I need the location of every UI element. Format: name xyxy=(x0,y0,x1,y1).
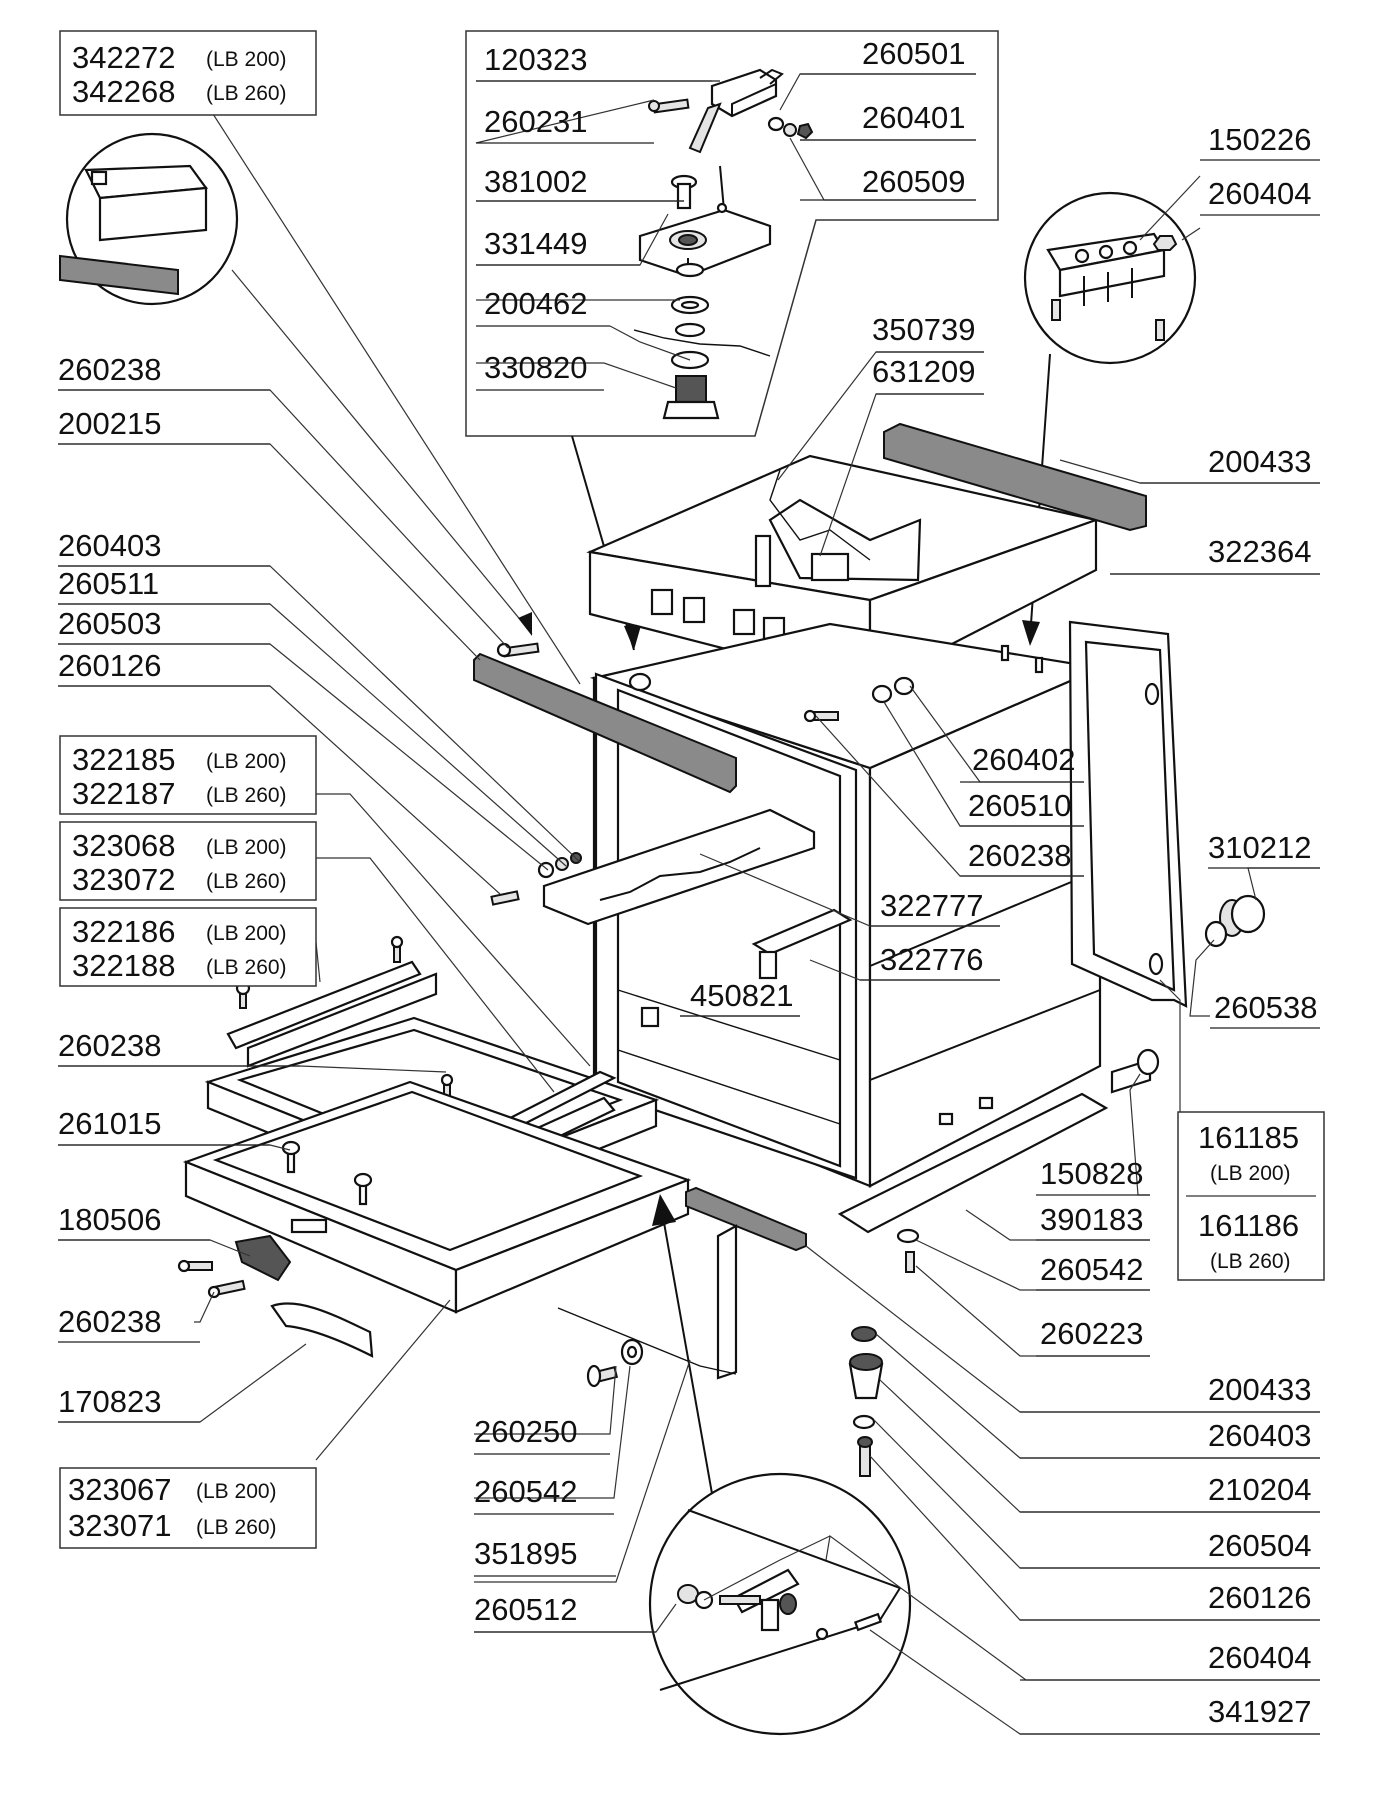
label-323071: 323071 xyxy=(68,1508,171,1543)
label-260250: 260250 xyxy=(474,1414,577,1449)
label-310212: 310212 xyxy=(1208,830,1311,865)
label-170823: 170823 xyxy=(58,1384,161,1419)
label-260231: 260231 xyxy=(484,104,587,139)
label-381002: 381002 xyxy=(484,164,587,199)
label-260510: 260510 xyxy=(968,788,1071,823)
detail-circle-top-right xyxy=(1023,191,1197,365)
label-200433-b: 200433 xyxy=(1208,1372,1311,1407)
label-lb260: (LB 260) xyxy=(206,956,287,979)
label-260223: 260223 xyxy=(1040,1316,1143,1351)
label-lb200: (LB 200) xyxy=(206,836,287,859)
label-260509: 260509 xyxy=(862,164,965,199)
label-450821: 450821 xyxy=(690,978,793,1013)
label-260238-c: 260238 xyxy=(58,1028,161,1063)
label-322187: 322187 xyxy=(72,776,175,811)
label-350739: 350739 xyxy=(872,312,975,347)
label-322776: 322776 xyxy=(880,942,983,977)
label-150226: 150226 xyxy=(1208,122,1311,157)
label-351895: 351895 xyxy=(474,1536,577,1571)
label-260238-d: 260238 xyxy=(58,1304,161,1339)
label-260511: 260511 xyxy=(58,566,159,601)
label-lb200: (LB 200) xyxy=(206,750,287,773)
label-323072: 323072 xyxy=(72,862,175,897)
label-180506: 180506 xyxy=(58,1202,161,1237)
label-260501: 260501 xyxy=(862,36,965,71)
label-200215: 200215 xyxy=(58,406,161,441)
detail-circle-bottom xyxy=(648,1472,912,1736)
label-260238-b: 260238 xyxy=(968,838,1071,873)
label-322777: 322777 xyxy=(880,888,983,923)
label-260238-a: 260238 xyxy=(58,352,161,387)
label-210204: 210204 xyxy=(1208,1472,1311,1507)
label-323068: 323068 xyxy=(72,828,175,863)
inset-switch-assembly xyxy=(465,30,999,437)
label-260404-b: 260404 xyxy=(1208,1640,1311,1675)
label-lb200: (LB 200) xyxy=(206,48,287,71)
right-lower-parts xyxy=(848,894,1266,1477)
label-260542-a: 260542 xyxy=(1040,1252,1143,1287)
label-260126-b: 260126 xyxy=(1208,1580,1311,1615)
label-330820: 330820 xyxy=(484,350,587,385)
label-lb260: (LB 260) xyxy=(196,1516,277,1539)
label-390183: 390183 xyxy=(1040,1202,1143,1237)
label-322186: 322186 xyxy=(72,914,175,949)
label-200462: 200462 xyxy=(484,286,587,321)
label-260538: 260538 xyxy=(1214,990,1317,1025)
part-labels: 342272 (LB 200) 342268 (LB 260) 120323 2… xyxy=(58,36,1320,1735)
label-322364: 322364 xyxy=(1208,534,1311,569)
label-260542-b: 260542 xyxy=(474,1474,577,1509)
label-260503: 260503 xyxy=(58,606,161,641)
label-260504: 260504 xyxy=(1208,1528,1311,1563)
label-261015: 261015 xyxy=(58,1106,161,1141)
label-lb260: (LB 260) xyxy=(1210,1250,1291,1273)
label-boxes xyxy=(59,30,1325,1549)
label-120323: 120323 xyxy=(484,42,587,77)
label-260403-a: 260403 xyxy=(58,528,161,563)
main-cabinet xyxy=(473,422,1188,1234)
label-260404: 260404 xyxy=(1208,176,1311,211)
label-342272: 342272 xyxy=(72,40,175,75)
label-161186: 161186 xyxy=(1198,1208,1299,1243)
label-161185: 161185 xyxy=(1198,1120,1299,1155)
label-322185: 322185 xyxy=(72,742,175,777)
label-341927: 341927 xyxy=(1208,1694,1311,1729)
label-342268: 342268 xyxy=(72,74,175,109)
label-lb260: (LB 260) xyxy=(206,784,287,807)
label-200433-a: 200433 xyxy=(1208,444,1311,479)
label-260512: 260512 xyxy=(474,1592,577,1627)
label-631209: 631209 xyxy=(872,354,975,389)
label-lb200: (LB 200) xyxy=(196,1480,277,1503)
label-260402: 260402 xyxy=(972,742,1075,777)
label-322188: 322188 xyxy=(72,948,175,983)
label-lb200: (LB 200) xyxy=(206,922,287,945)
label-260403-b: 260403 xyxy=(1208,1418,1311,1453)
detail-circle-top-left xyxy=(59,132,239,306)
label-150828: 150828 xyxy=(1040,1156,1143,1191)
label-331449: 331449 xyxy=(484,226,587,261)
label-lb260: (LB 260) xyxy=(206,82,287,105)
label-260126-a: 260126 xyxy=(58,648,161,683)
label-323067: 323067 xyxy=(68,1472,171,1507)
label-lb260: (LB 260) xyxy=(206,870,287,893)
lower-frames xyxy=(177,935,807,1388)
label-lb200: (LB 200) xyxy=(1210,1162,1291,1185)
label-260401: 260401 xyxy=(862,100,965,135)
